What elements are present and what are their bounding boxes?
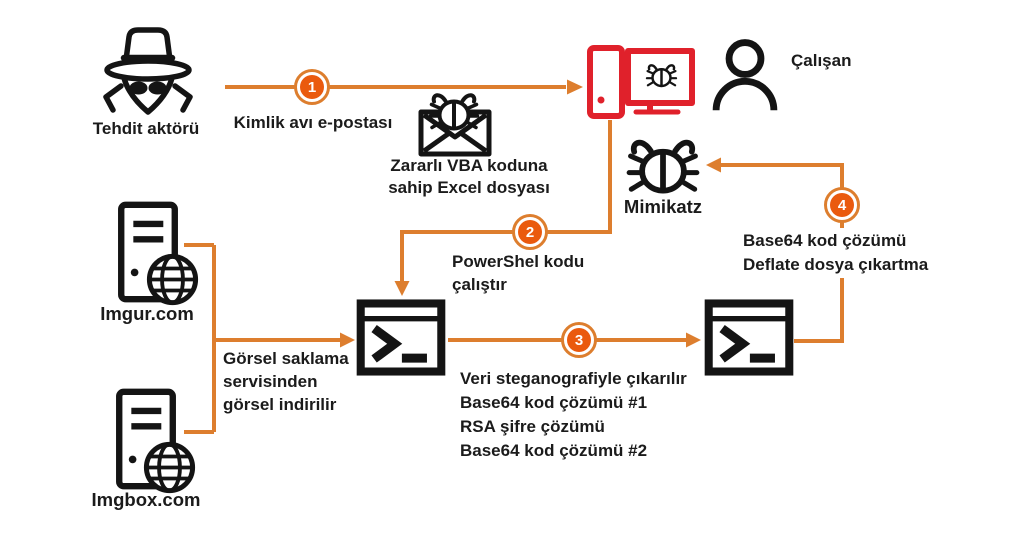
employee-label: Çalışan	[791, 51, 852, 70]
image-download-label: Görsel saklama servisinden görsel indiri…	[223, 349, 349, 414]
step-badge-3: 3	[561, 322, 597, 358]
threat-actor-icon	[103, 27, 193, 115]
terminal-2-icon	[709, 303, 790, 371]
employee-icon	[716, 43, 774, 111]
step2-label: PowerShel kodu çalıştır	[452, 252, 585, 294]
mimikatz-label: Mimikatz	[623, 196, 703, 217]
flow-arrowheads	[340, 79, 721, 348]
step-badge-4: 4	[824, 187, 860, 223]
step-badge-2: 2	[512, 214, 548, 250]
imgur-globe-icon	[149, 256, 195, 302]
imgbox-globe-icon	[146, 444, 192, 490]
threat-actor-label: Tehdit aktörü	[92, 119, 200, 138]
imgbox-label: Imgbox.com	[91, 489, 201, 510]
arrowhead-step3	[686, 332, 701, 348]
step-badge-1: 1	[294, 69, 330, 105]
step1-label: Kimlik avı e-postası	[233, 113, 393, 132]
attachment-label: Zararlı VBA koduna sahip Excel dosyası	[388, 156, 550, 197]
imgur-label: Imgur.com	[100, 303, 194, 324]
terminal-1-icon	[361, 303, 442, 371]
step4-label: Base64 kod çözümü Deflate dosya çıkartma	[743, 228, 932, 278]
arrow-image-download-line	[184, 243, 341, 434]
step-number-4: 4	[830, 193, 854, 217]
step-number-1: 1	[300, 75, 324, 99]
arrowhead-step2	[394, 281, 410, 296]
step-number-2: 2	[518, 220, 542, 244]
arrowhead-image-download	[340, 332, 355, 348]
arrow-step2-line	[400, 120, 612, 283]
step-number-3: 3	[567, 328, 591, 352]
mimikatz-bug-icon	[629, 143, 697, 191]
arrowhead-step1	[567, 79, 583, 95]
step3-label: Veri steganografiyle çıkarılır Base64 ko…	[460, 369, 687, 460]
arrowhead-step4	[706, 157, 721, 173]
infected-computer-icon	[587, 45, 695, 119]
